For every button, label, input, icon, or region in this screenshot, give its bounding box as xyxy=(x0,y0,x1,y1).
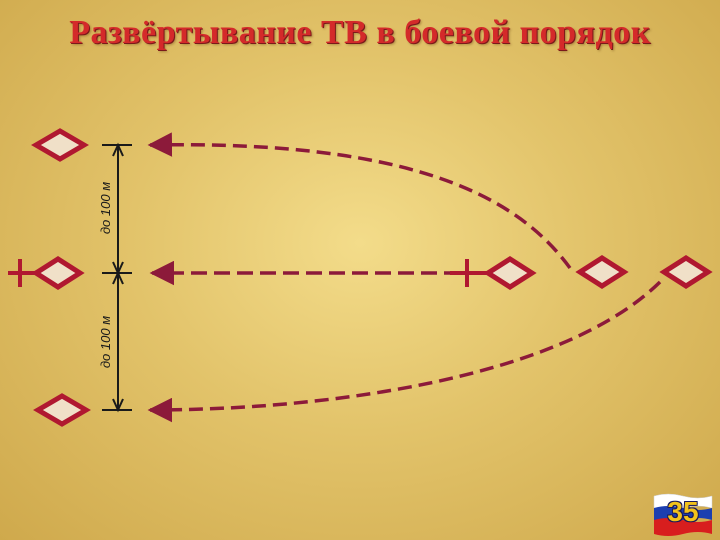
slide-page-number: 35 xyxy=(667,496,699,527)
dimension-label-bottom: до 100 м xyxy=(98,316,113,368)
route-top xyxy=(147,132,572,270)
dimension-lines xyxy=(102,142,132,413)
vehicle-symbol-command-left xyxy=(8,256,85,290)
vehicle-symbol-bottom-left xyxy=(33,393,91,427)
route-bottom xyxy=(147,280,662,423)
vehicle-symbol-right-2 xyxy=(659,255,713,289)
vehicle-symbol-right-1 xyxy=(575,255,629,289)
vehicle-symbol-top-left xyxy=(31,128,89,162)
slide-title: Развёртывание ТВ в боевой порядок xyxy=(69,14,651,51)
russian-flag-icon xyxy=(653,493,713,536)
dimension-label-top: до 100 м xyxy=(98,182,113,234)
vehicle-symbol-command-center xyxy=(450,256,537,290)
